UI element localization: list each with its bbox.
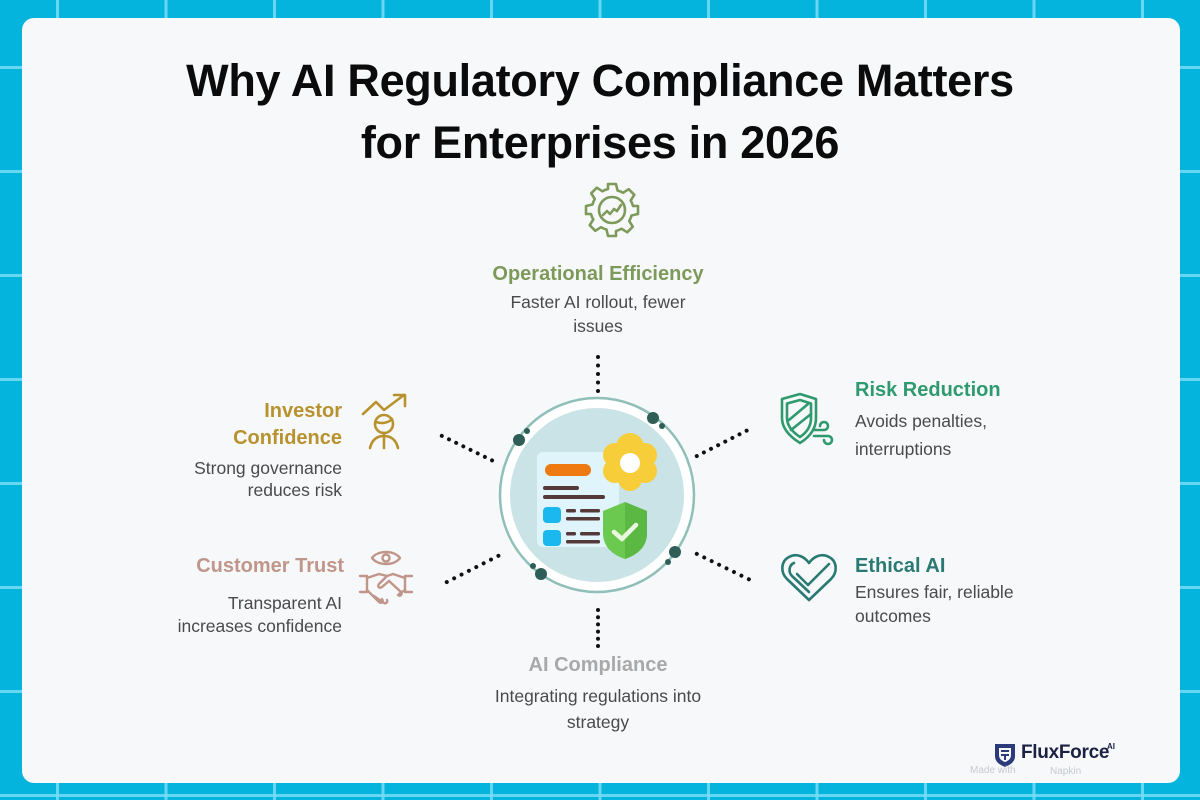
ethical-ai-heading: Ethical AI [855,555,946,577]
napkin-label: Napkin [1050,766,1082,777]
brand-name: FluxForce [1021,742,1110,763]
fluxforce-shield-logo-icon [993,742,1017,768]
customer-trust-heading: Customer Trust [196,555,344,577]
operational-efficiency-desc: Faster AI rollout, fewer issues [510,292,686,336]
title-line-2: for Enterprises in 2026 [360,117,840,168]
connector-top [596,355,600,393]
customer-trust-desc: Transparent AI increases confidence [177,593,342,636]
ethical-ai-desc: Ensures fair, reliable outcomes [855,582,1014,626]
compliance-document-shield-gear-icon [497,395,697,595]
page-title: Why AI Regulatory Compliance Matters for… [0,50,1200,174]
shield-wind-icon [778,390,840,450]
made-with-label: Made with [970,765,1016,776]
fluxforce-brand: FluxForce AI [990,742,1130,782]
risk-reduction-heading: Risk Reduction [855,379,1001,401]
title-line-1: Why AI Regulatory Compliance Matters [186,55,1014,106]
connector-bottom [596,608,600,648]
brand-sup: AI [1107,742,1115,751]
risk-reduction-desc: Avoids penalties, interruptions [855,411,987,459]
person-growth-arrow-icon [360,392,412,450]
investor-confidence-desc: Strong governance reduces risk [194,458,342,500]
investor-confidence-heading: Investor Confidence [233,400,342,449]
ai-compliance-heading: AI Compliance [528,654,668,676]
heart-check-icon [779,552,839,604]
eye-handshake-icon [357,546,415,606]
operational-efficiency-heading: Operational Efficiency [492,263,704,285]
gear-trend-icon [582,180,642,240]
ai-compliance-desc: Integrating regulations into strategy [494,686,702,732]
